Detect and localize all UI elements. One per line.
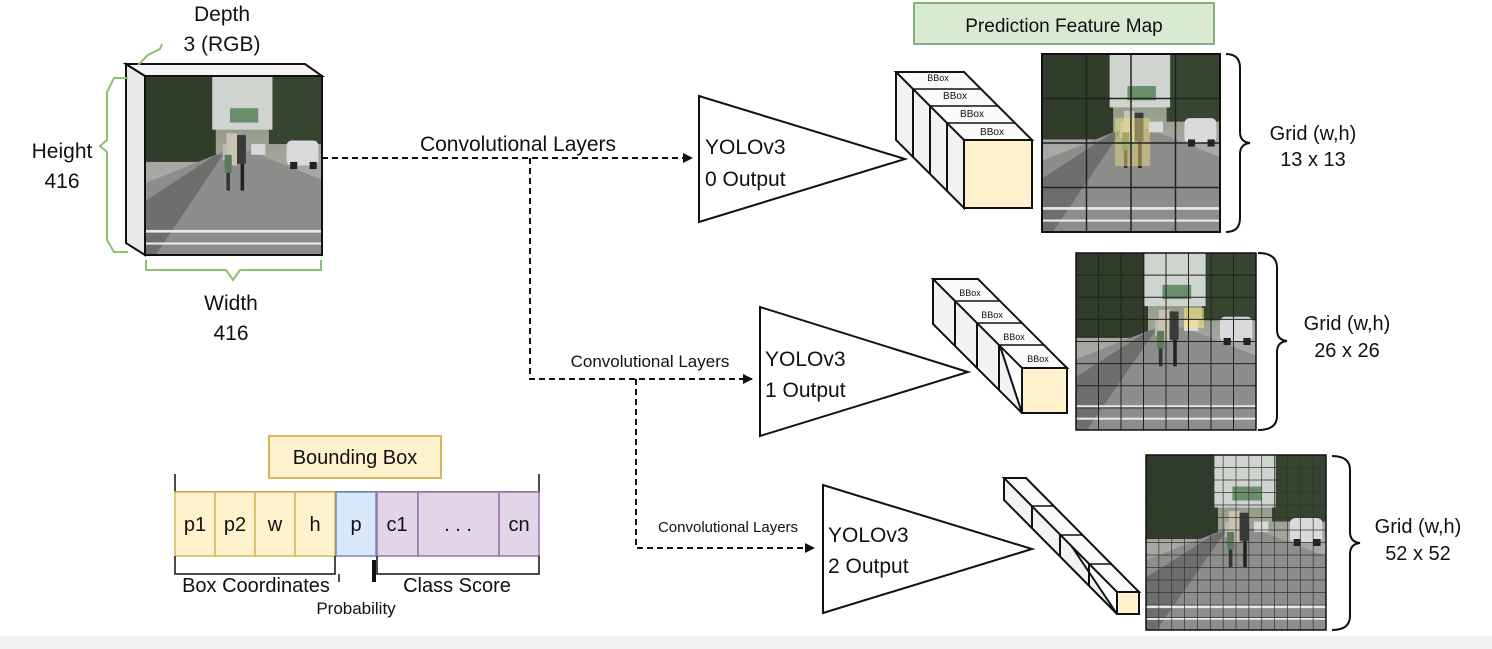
dimension-brackets — [98, 43, 322, 282]
grid-image-2 — [1145, 454, 1327, 631]
grid-size-2: 52 x 52 — [1385, 543, 1451, 565]
bbox-cell: BBox — [960, 109, 984, 120]
grid-label-2: Grid (w,h) — [1375, 516, 1462, 538]
bbox-cell: BBox — [1027, 354, 1049, 364]
conv-layers-label-2: Convolutional Layers — [658, 519, 798, 536]
bbox-cell-w: w — [267, 514, 283, 536]
bbox-cell-ellipsis: . . . — [444, 514, 472, 536]
yolo-output-1: 1 Output — [765, 379, 846, 402]
diagram-canvas: Depth 3 (RGB) Height 416 Width 416 Convo… — [0, 0, 1492, 636]
prediction-feature-map-box — [913, 2, 1215, 45]
bbox-cell-h: h — [309, 514, 320, 536]
yolo-triangle-2 — [822, 483, 1036, 615]
width-label: Width — [204, 292, 258, 315]
bounding-box-title-box — [268, 435, 442, 479]
bbox-cell: BBox — [959, 288, 981, 298]
yolo-label-1: YOLOv3 — [765, 348, 846, 371]
grid-lines-0 — [1042, 54, 1220, 232]
height-label: Height — [32, 140, 93, 163]
width-bracket — [145, 260, 322, 282]
grid-lines-1 — [1076, 253, 1256, 430]
grid-lines-2 — [1146, 455, 1326, 630]
prediction-feature-map-title: Prediction Feature Map — [965, 16, 1163, 37]
height-value: 416 — [44, 170, 79, 193]
bbox-cell-c1: c1 — [386, 514, 407, 536]
yolo-output-0: 0 Output — [705, 168, 786, 191]
bbox-cell: BBox — [1003, 332, 1025, 342]
grid-label-1: Grid (w,h) — [1304, 313, 1391, 335]
box-coordinates-label: Box Coordinates — [182, 575, 330, 597]
yolo-label-0: YOLOv3 — [705, 136, 786, 159]
bbox-stack-0: BBox BBox BBox BBox — [893, 71, 1035, 211]
bounding-box-title: Bounding Box — [293, 447, 418, 469]
depth-label: Depth — [194, 3, 250, 26]
yolov3-diagram: Depth 3 (RGB) Height 416 Width 416 Convo… — [32, 2, 1462, 631]
bbox-bottom-brackets — [174, 556, 540, 582]
yolo-head-0: YOLOv3 0 Output — [698, 94, 909, 224]
bbox-cell-p: p — [350, 514, 361, 536]
grid-image-0 — [1041, 53, 1221, 233]
grid-brace-0 — [1225, 53, 1251, 233]
bbox-cell-p1: p1 — [184, 514, 206, 536]
bbox-cell: BBox — [927, 73, 949, 83]
depth-bracket — [137, 43, 163, 66]
grid-label-0: Grid (w,h) — [1270, 123, 1357, 145]
grid-brace-1 — [1257, 252, 1288, 431]
input-image-cube — [122, 62, 326, 257]
bbox-cell-cn: cn — [508, 514, 529, 536]
class-score-label: Class Score — [403, 575, 511, 597]
connection-lines — [322, 153, 815, 553]
conv-layers-label-0: Convolutional Layers — [420, 133, 616, 156]
bbox-cell-p2: p2 — [224, 514, 246, 536]
yolo-triangle-1 — [759, 305, 972, 438]
grid-size-0: 13 x 13 — [1280, 149, 1346, 171]
yolo-output-2: 2 Output — [828, 555, 909, 578]
yolo-head-2: YOLOv3 2 Output — [822, 483, 1036, 615]
bbox-cell: BBox — [981, 310, 1003, 320]
yolo-head-1: YOLOv3 1 Output — [759, 305, 972, 438]
bbox-vector: p1 p2 w h p c1 . . . cn — [174, 491, 540, 557]
grid-brace-2 — [1331, 455, 1361, 631]
depth-value: 3 (RGB) — [183, 33, 260, 56]
height-bracket — [98, 77, 128, 253]
bbox-cell: BBox — [943, 91, 967, 102]
bbox-cell: BBox — [980, 127, 1004, 138]
width-value: 416 — [213, 322, 248, 345]
grid-image-1 — [1075, 252, 1257, 431]
yolo-label-2: YOLOv3 — [828, 524, 909, 547]
bbox-stack-1: BBox BBox BBox BBox — [930, 278, 1070, 414]
bbox-stack-2 — [1001, 477, 1142, 615]
arrow-to-head-1 — [529, 158, 753, 384]
conv-layers-label-1: Convolutional Layers — [571, 352, 730, 371]
grid-size-1: 26 x 26 — [1314, 340, 1380, 362]
yolo-triangle-0 — [698, 94, 909, 224]
probability-label: Probability — [316, 599, 396, 618]
